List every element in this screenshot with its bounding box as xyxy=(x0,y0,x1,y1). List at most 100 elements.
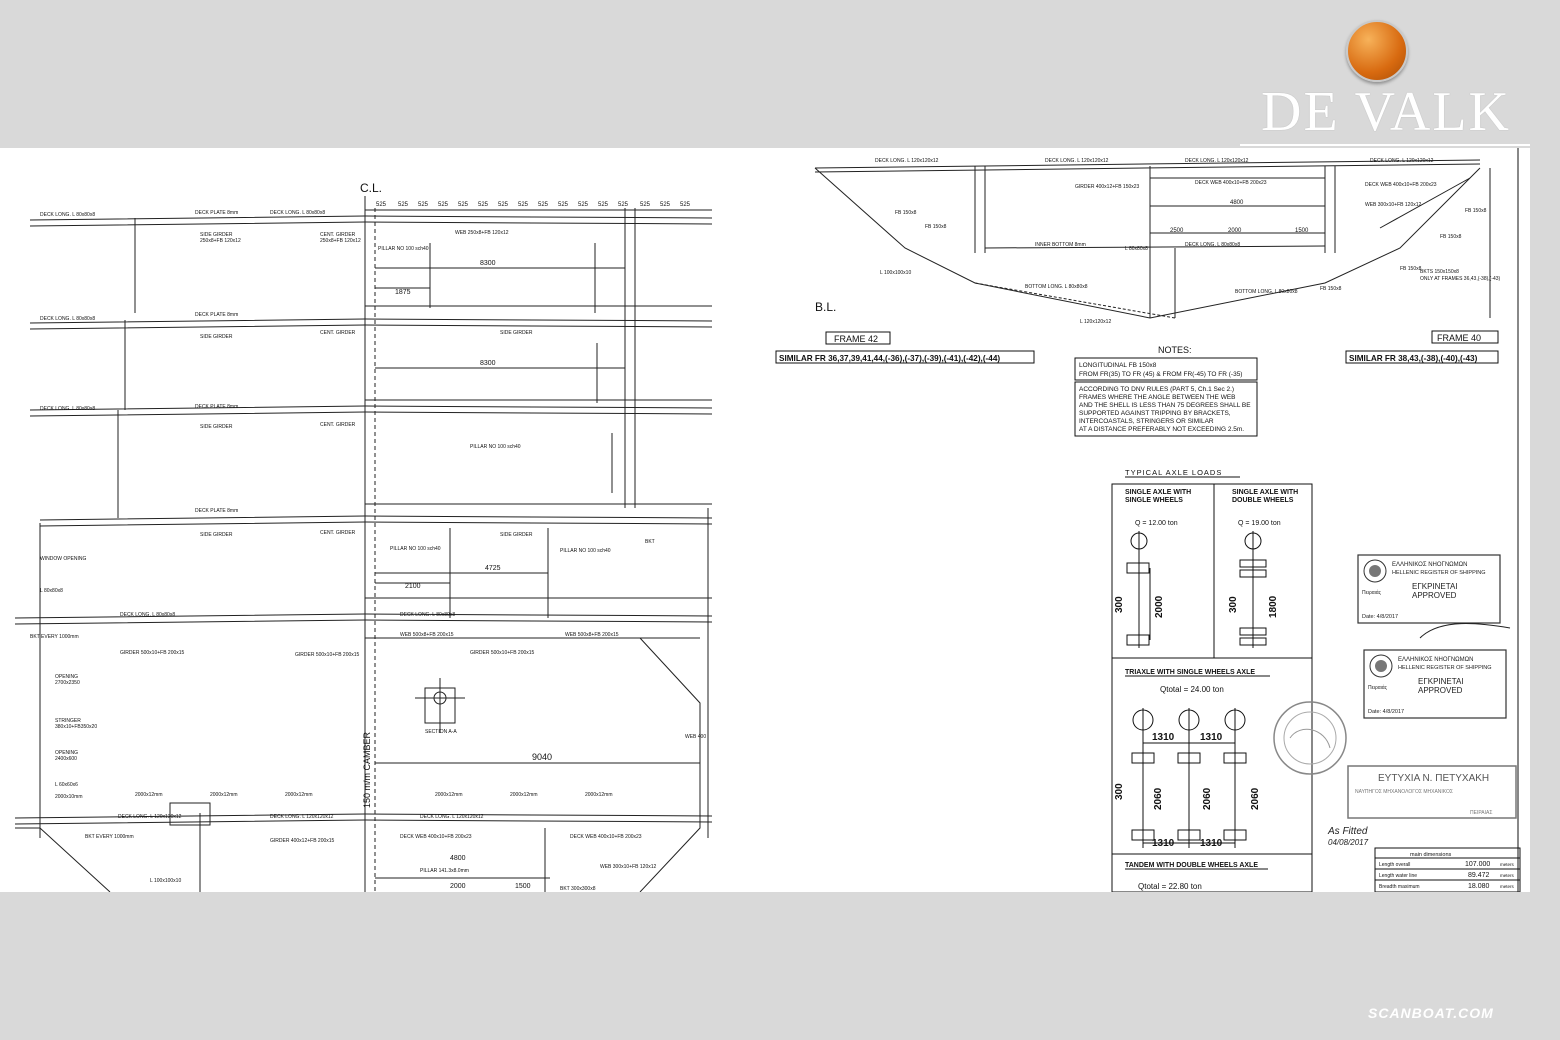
svg-text:DECK LONG. L 80x80x8: DECK LONG. L 80x80x8 xyxy=(1185,242,1240,248)
svg-text:WEB 250x8+FB 120x12: WEB 250x8+FB 120x12 xyxy=(455,230,509,236)
dim-4800-frame: 4800 xyxy=(1230,200,1244,206)
svg-text:525: 525 xyxy=(558,202,569,208)
svg-text:SIDE GIRDER: SIDE GIRDER xyxy=(200,232,233,238)
svg-text:525: 525 xyxy=(398,202,409,208)
svg-text:2000x12mm: 2000x12mm xyxy=(510,792,538,798)
svg-text:BOTTOM LONG. L 80x80x8: BOTTOM LONG. L 80x80x8 xyxy=(1235,289,1298,295)
md-row-1-value: 107.000 xyxy=(1465,861,1490,868)
dim-8300-b: 8300 xyxy=(480,360,496,367)
svg-text:525: 525 xyxy=(458,202,469,208)
stamp-1-date: Date: 4/8/2017 xyxy=(1362,614,1398,620)
svg-text:380x10+FB350x20: 380x10+FB350x20 xyxy=(55,724,97,730)
svg-text:PILLAR NO 100 sch40: PILLAR NO 100 sch40 xyxy=(470,444,521,450)
ss-title-1: SINGLE AXLE WITH xyxy=(1125,489,1191,496)
svg-text:GIRDER 400x12+FB 200x15: GIRDER 400x12+FB 200x15 xyxy=(270,838,335,844)
svg-text:2000x12mm: 2000x12mm xyxy=(135,792,163,798)
triaxle-dim-1310-c: 1310 xyxy=(1152,838,1175,849)
svg-text:DECK LONG. L 80x80x8: DECK LONG. L 80x80x8 xyxy=(40,316,95,322)
approval-stamp-2: ΕΛΛΗΝΙΚΟΣ ΝΗΟΓΝΩΜΩΝ HELLENIC REGISTER OF… xyxy=(1363,649,1507,719)
svg-text:FB 150x8: FB 150x8 xyxy=(1440,234,1462,240)
sd-title-2: DOUBLE WHEELS xyxy=(1232,497,1294,504)
frame-dims: 4800 2500 2000 1500 xyxy=(1170,200,1309,234)
dim-1500: 1500 xyxy=(515,883,531,890)
sd-wheels xyxy=(1239,531,1267,648)
dim-2000-frame: 2000 xyxy=(1228,228,1242,234)
svg-text:DECK LONG. L 120x120x12: DECK LONG. L 120x120x12 xyxy=(1045,158,1109,164)
notes-title: NOTES: xyxy=(1158,345,1192,355)
stamp-1-org-gr: ΕΛΛΗΝΙΚΟΣ ΝΗΟΓΝΩΜΩΝ xyxy=(1392,562,1467,568)
md-row-1-label: Length overall xyxy=(1379,862,1410,868)
svg-text:WEB 500x8+FB 200x15: WEB 500x8+FB 200x15 xyxy=(400,632,454,638)
tandem-q: Qtotal = 22.80 ton xyxy=(1138,882,1202,891)
dim-4725: 4725 xyxy=(485,565,501,572)
triaxle-dim-1310-b: 1310 xyxy=(1200,732,1223,743)
drawing-sheet: DECK LONG. L 80x80x8 DECK PLATE 8mm DECK… xyxy=(0,148,1530,892)
triaxle-dim-2060-c: 2060 xyxy=(1250,787,1261,810)
sd-dim-1800: 1800 xyxy=(1268,595,1279,618)
svg-text:OPENING: OPENING xyxy=(55,750,78,756)
frame-40-similar: SIMILAR FR 38,43,(-38),(-40),(-43) xyxy=(1349,354,1478,363)
svg-text:BKT EVERY 1000mm: BKT EVERY 1000mm xyxy=(85,834,134,840)
left-deck-structure xyxy=(14,196,713,892)
svg-text:PILLAR NO 100 sch40: PILLAR NO 100 sch40 xyxy=(560,548,611,554)
svg-text:525: 525 xyxy=(640,202,651,208)
svg-text:WEB 500x8+FB 200x15: WEB 500x8+FB 200x15 xyxy=(565,632,619,638)
axle-loads: TYPICAL AXLE LOADS SINGLE AXLE WITH SING… xyxy=(1111,468,1313,892)
engineer-line: ΝΑΥΠΗΓΟΣ ΜΗΧΑΝΟΛΟΓΟΣ ΜΗΧΑΝΙΚΟΣ xyxy=(1355,789,1453,795)
stamp-2-status-gr: ΕΓΚΡΙΝΕΤΑΙ xyxy=(1418,677,1464,686)
sd-dim-300: 300 xyxy=(1228,596,1239,613)
frame-section xyxy=(814,159,1491,319)
tandem-title: TANDEM WITH DOUBLE WHEELS AXLE xyxy=(1125,862,1258,869)
brand-badge-icon xyxy=(1346,20,1408,82)
ss-dim-300: 300 xyxy=(1114,596,1125,613)
note-2-line-4: SUPPORTED AGAINST TRIPPING BY BRACKETS, xyxy=(1079,410,1231,417)
span-9040: 9040 xyxy=(532,752,552,762)
svg-text:525: 525 xyxy=(538,202,549,208)
sd-q: Q = 19.00 ton xyxy=(1238,520,1281,527)
md-row-2-label: Length water line xyxy=(1379,873,1417,879)
svg-text:OPENING: OPENING xyxy=(55,674,78,680)
sd-title-1: SINGLE AXLE WITH xyxy=(1232,489,1298,496)
svg-text:BKT EVERY 1000mm: BKT EVERY 1000mm xyxy=(30,634,79,640)
triaxle-dim-2060-b: 2060 xyxy=(1202,787,1213,810)
svg-text:WINDOW OPENING: WINDOW OPENING xyxy=(40,556,86,562)
svg-text:PILLAR NO 100 sch40: PILLAR NO 100 sch40 xyxy=(390,546,441,552)
svg-text:WEB 300x10+FB 120x12: WEB 300x10+FB 120x12 xyxy=(1365,202,1422,208)
svg-text:L 100x100x10: L 100x100x10 xyxy=(880,270,911,276)
ss-title-2: SINGLE WHEELS xyxy=(1125,497,1183,504)
svg-text:GIRDER 500x10+FB 200x15: GIRDER 500x10+FB 200x15 xyxy=(120,650,185,656)
as-fitted-date: 04/08/2017 xyxy=(1328,838,1369,847)
svg-text:525: 525 xyxy=(680,202,691,208)
engineer-stamp: ΕΥΤΥΧΙΑ Ν. ΠΕΤΥΧΑΚΗ ΝΑΥΠΗΓΟΣ ΜΗΧΑΝΟΛΟΓΟΣ… xyxy=(1347,765,1517,819)
svg-text:BKT: BKT xyxy=(645,539,655,545)
svg-text:SIDE GIRDER: SIDE GIRDER xyxy=(200,532,233,538)
svg-text:DECK WEB 400x10+FB 200x23: DECK WEB 400x10+FB 200x23 xyxy=(570,834,642,840)
svg-text:525: 525 xyxy=(598,202,609,208)
svg-text:FB 150x8: FB 150x8 xyxy=(1400,266,1422,272)
approval-stamp-1: ΕΛΛΗΝΙΚΟΣ ΝΗΟΓΝΩΜΩΝ HELLENIC REGISTER OF… xyxy=(1357,554,1511,639)
svg-text:BKT 300x300x8: BKT 300x300x8 xyxy=(560,886,596,892)
svg-text:2700x2350: 2700x2350 xyxy=(55,680,80,686)
svg-text:L 80x80x8: L 80x80x8 xyxy=(1125,246,1148,252)
triaxle-dim-300: 300 xyxy=(1114,783,1125,800)
baseline-label: B.L. xyxy=(815,300,836,314)
svg-text:DECK PLATE 8mm: DECK PLATE 8mm xyxy=(195,210,238,216)
svg-text:DECK LONG. L 120x120x12: DECK LONG. L 120x120x12 xyxy=(1370,158,1434,164)
stamp-2-date: Date: 4/8/2017 xyxy=(1368,709,1404,715)
svg-text:2400x600: 2400x600 xyxy=(55,756,77,762)
svg-text:DECK LONG. L 80x80x8: DECK LONG. L 80x80x8 xyxy=(270,210,325,216)
svg-text:2000x12mm: 2000x12mm xyxy=(285,792,313,798)
md-row-2-unit: meters xyxy=(1500,873,1515,878)
svg-text:525: 525 xyxy=(418,202,429,208)
svg-text:DECK LONG. L 80x80x8: DECK LONG. L 80x80x8 xyxy=(120,612,175,618)
triaxle-title: TRIAXLE WITH SINGLE WHEELS AXLE xyxy=(1125,669,1255,676)
triaxle-q: Qtotal = 24.00 ton xyxy=(1160,685,1224,694)
md-row-3-value: 18.080 xyxy=(1468,883,1490,890)
svg-text:CENT. GIRDER: CENT. GIRDER xyxy=(320,330,356,336)
svg-text:250x8+FB 120x12: 250x8+FB 120x12 xyxy=(200,238,241,244)
dim-8300: 8300 xyxy=(480,260,496,267)
md-row-1-unit: meters xyxy=(1500,862,1515,867)
svg-text:FB 150x8: FB 150x8 xyxy=(895,210,917,216)
svg-text:CENT. GIRDER: CENT. GIRDER xyxy=(320,422,356,428)
dim-1875: 1875 xyxy=(395,289,411,296)
